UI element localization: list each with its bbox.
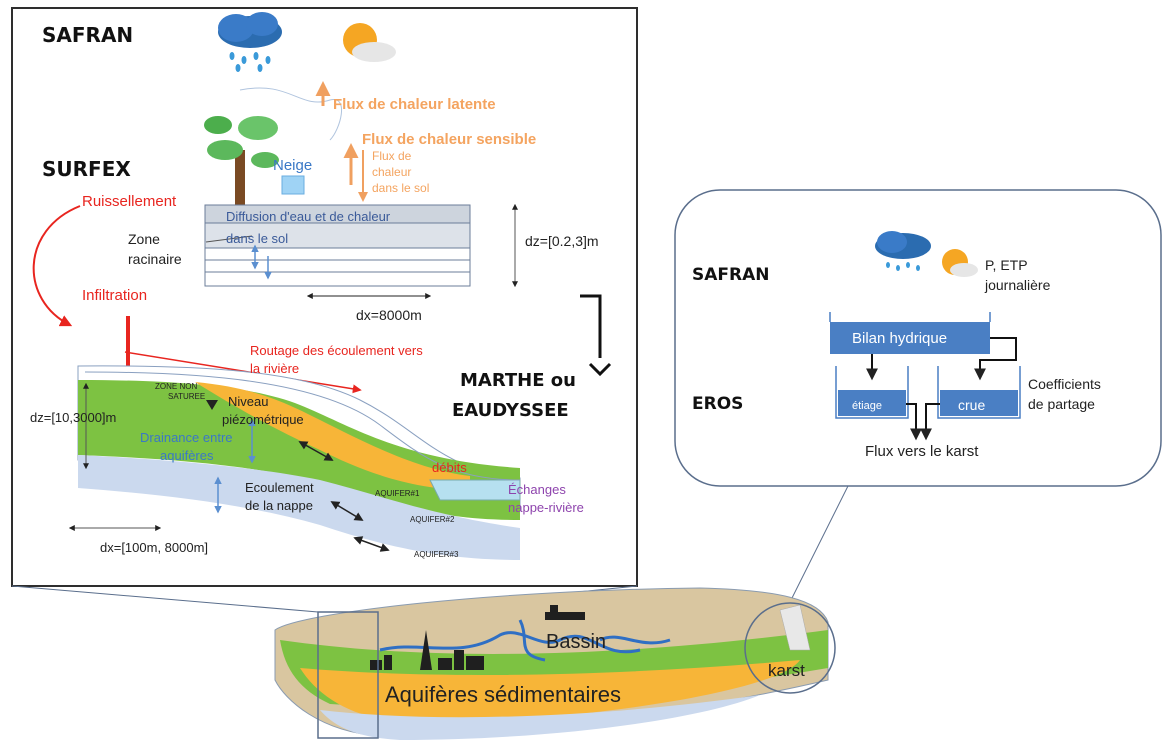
etiage-label: étiage (852, 400, 882, 412)
etiage-bucket (838, 390, 906, 416)
diffusion-label-1: Diffusion d'eau et de chaleur (226, 209, 391, 224)
dx-aquifer-label: dx=[100m, 8000m] (100, 540, 208, 555)
infiltration-label: Infiltration (82, 287, 147, 304)
aquifer2-label: AQUIFER#2 (410, 515, 455, 524)
right-rain-cloud-icon (875, 231, 931, 271)
zone-racinaire-label-2: racinaire (128, 251, 182, 267)
snow-icon (281, 175, 305, 195)
bilan-hydrique-box (830, 322, 990, 354)
flux-karst-label: Flux vers le karst (865, 443, 979, 460)
dz-aquifer-label: dz=[10,3000]m (30, 410, 116, 425)
crue-label: crue (958, 397, 985, 413)
basin-illustration (274, 587, 836, 740)
etiage-bucket-walls (835, 366, 909, 419)
karst-label: karst (768, 661, 805, 680)
niveau-label-2: piézométrique (222, 412, 304, 427)
routage-label-2: la rivière (250, 361, 299, 376)
coupling-arrow-head (588, 362, 612, 377)
connector-left-top (11, 585, 319, 613)
debits-label: débits (432, 460, 467, 475)
crue-bucket-walls (937, 366, 1021, 419)
flow-arrow-3 (353, 536, 390, 552)
water-table-line (84, 371, 521, 481)
ecoulement-label-1: Ecoulement (245, 480, 314, 495)
neige-label: Neige (273, 157, 312, 174)
zone-non-saturee-label-2: SATUREE (168, 392, 205, 401)
right-sun-icon (942, 249, 978, 277)
routage-label-1: Routage des écoulement vers (250, 343, 423, 358)
echanges-label-2: nappe-rivière (508, 500, 584, 515)
right-safran-label: SAFRAN (692, 265, 770, 285)
flow-arrow-2 (330, 501, 364, 521)
ruissellement-label: Ruissellement (82, 193, 177, 210)
flux-arrow-left (906, 403, 922, 441)
niveau-label-1: Niveau (228, 394, 268, 409)
crue-bucket (940, 390, 1018, 416)
bassin-label: Bassin (546, 631, 606, 653)
aquiferes-label: Aquifères sédimentaires (385, 682, 621, 707)
marthe-label-2: EAUDYSSEE (452, 400, 569, 421)
aquifer1-label: AQUIFER#1 (375, 489, 420, 498)
coefficients-label-1: Coefficients (1028, 376, 1101, 392)
bilan-label: Bilan hydrique (852, 330, 947, 347)
zone-racinaire-pointer (205, 235, 253, 243)
marthe-label-1: MARTHE ou (460, 370, 576, 391)
aquifer3-label: AQUIFER#3 (414, 550, 459, 559)
echanges-label-1: Échanges (508, 482, 566, 497)
p-etp-label-1: P, ETP (985, 257, 1028, 273)
left-safran-label: SAFRAN (42, 23, 133, 47)
flow-arrow-1 (298, 441, 334, 461)
runoff-arrow (32, 205, 81, 327)
flux-sol-label-2: chaleur (372, 165, 411, 179)
evaporation-line (239, 87, 343, 141)
dx-surface-label: dx=8000m (356, 307, 422, 323)
dz-surface-label: dz=[0.2,3]m (525, 233, 599, 249)
drainance-label-1: Drainance entre (140, 430, 233, 445)
flux-sol-label-3: dans le sol (372, 181, 429, 195)
flux-arrow-right (920, 403, 940, 441)
drainance-label-2: aquifères (160, 448, 214, 463)
zone-racinaire-label-1: Zone (128, 231, 160, 247)
bilan-left-connector (829, 312, 991, 322)
sun-cloud-icon (343, 23, 396, 62)
eros-label: EROS (692, 394, 743, 414)
tree-icon (204, 116, 279, 208)
surfex-label: SURFEX (42, 157, 131, 181)
piezometric-marker (206, 400, 218, 410)
coupling-arrow (580, 294, 602, 358)
zone-non-saturee-label-1: ZONE NON (155, 382, 197, 391)
diffusion-label-2: dans le sol (226, 231, 288, 246)
flux-sol-label-1: Flux de (372, 149, 412, 163)
bilan-to-crue-line (974, 337, 1017, 381)
coefficients-label-2: de partage (1028, 396, 1095, 412)
ecoulement-label-2: de la nappe (245, 498, 313, 513)
flux-sensible-label: Flux de chaleur sensible (362, 131, 536, 148)
rain-cloud-icon (218, 12, 282, 72)
flux-latente-label: Flux de chaleur latente (333, 96, 496, 113)
p-etp-label-2: journalière (984, 277, 1051, 293)
